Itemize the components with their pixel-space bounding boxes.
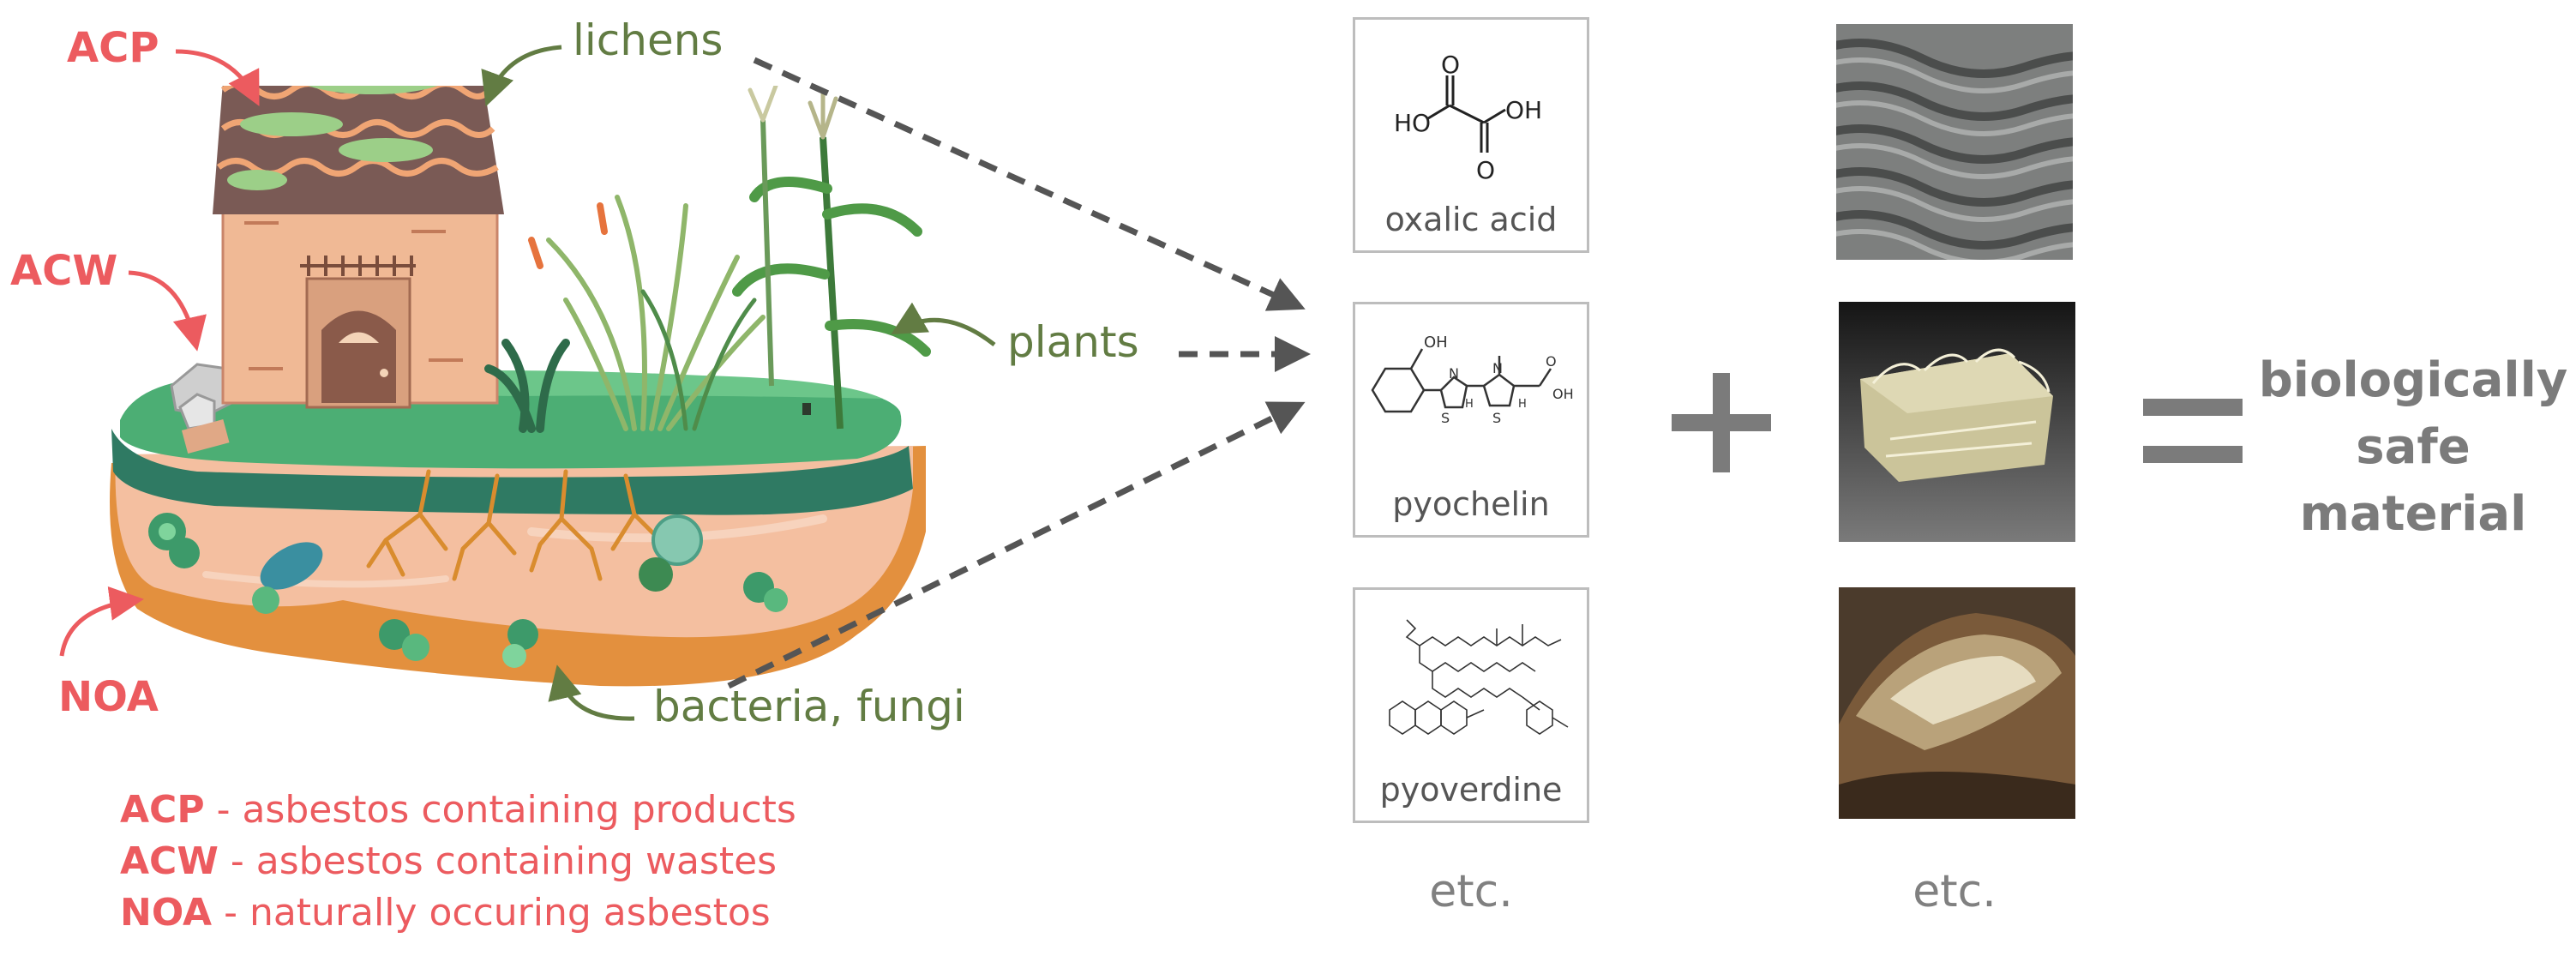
acw-label: ACW bbox=[10, 247, 118, 295]
compound-name: oxalic acid bbox=[1384, 201, 1558, 238]
door-window bbox=[339, 332, 379, 343]
noa-label: NOA bbox=[58, 673, 159, 721]
atom-o: O bbox=[1546, 353, 1557, 370]
microbes bbox=[148, 513, 788, 668]
acw-pointer-arrow bbox=[128, 270, 207, 352]
bacteria-fungi-label: bacteria, fungi bbox=[653, 682, 965, 731]
plants-label: plants bbox=[1007, 317, 1139, 367]
equals-sign bbox=[2143, 399, 2243, 463]
compound-card-oxalic-acid: HO OH O O oxalic acid bbox=[1353, 17, 1589, 253]
plus-sign bbox=[1672, 373, 1771, 472]
atom-s: S bbox=[1492, 410, 1501, 426]
compounds-etc: etc. bbox=[1429, 866, 1513, 917]
atom-n: N bbox=[1492, 360, 1503, 376]
compound-card-pyochelin: OH N N S S H H OH O pyochelin bbox=[1353, 302, 1589, 538]
atom-oh: OH bbox=[1424, 334, 1448, 352]
result-line: safe bbox=[2356, 419, 2471, 475]
atom-oh: OH bbox=[1552, 386, 1574, 402]
result-line: material bbox=[2299, 486, 2527, 542]
bacteria-pointer-arrow bbox=[548, 664, 635, 721]
atom-oh: OH bbox=[1505, 96, 1542, 124]
legend-item: ACW - asbestos containing wastes bbox=[120, 839, 778, 883]
legend-item: ACP - asbestos containing products bbox=[120, 788, 796, 832]
door-awning bbox=[300, 256, 416, 276]
natural-asbestos-rock-image bbox=[1839, 587, 2075, 819]
wall-brick-marks bbox=[244, 221, 463, 370]
atom-o: O bbox=[1476, 156, 1495, 184]
natural-asbestos-photo bbox=[1839, 587, 2075, 819]
lichens-to-compounds-arrow bbox=[753, 57, 1306, 311]
asbestos-roof-photo bbox=[1836, 24, 2073, 260]
dark-grass-edge bbox=[111, 429, 913, 515]
plants-illustration bbox=[484, 86, 931, 433]
atom-ho: HO bbox=[1394, 109, 1431, 137]
lichens-pointer-arrow bbox=[481, 45, 562, 107]
atom-o: O bbox=[1441, 51, 1460, 79]
plants-pointer-arrow-head bbox=[891, 302, 996, 346]
roof-lichens bbox=[227, 86, 438, 190]
lichens-label: lichens bbox=[573, 15, 724, 65]
asbestos-fiber-image bbox=[1839, 302, 2075, 542]
house bbox=[213, 86, 504, 409]
pyochelin-structure: OH N N S S H H OH O bbox=[1371, 334, 1574, 426]
acp-pointer-arrow bbox=[175, 49, 260, 106]
plant-roots bbox=[366, 469, 663, 581]
door-knob bbox=[380, 369, 388, 377]
legend-item: NOA - naturally occuring asbestos bbox=[120, 891, 771, 935]
atom-h: H bbox=[1518, 398, 1527, 411]
asbestos-etc: etc. bbox=[1912, 866, 1997, 917]
atom-n: N bbox=[1449, 365, 1459, 382]
legend: ACP - asbestos containing products ACW -… bbox=[120, 785, 796, 939]
asbestos-fiber-photo bbox=[1839, 302, 2075, 542]
corrugated-roof-image bbox=[1836, 24, 2073, 260]
atom-s: S bbox=[1441, 410, 1450, 426]
bacteria-to-compounds-arrow bbox=[727, 401, 1306, 689]
compound-card-pyoverdine: pyoverdine bbox=[1353, 587, 1589, 823]
compound-name: pyoverdine bbox=[1379, 771, 1563, 809]
compound-name: pyochelin bbox=[1392, 485, 1550, 523]
soil-streak bbox=[202, 571, 449, 588]
result-text: biologically safe material bbox=[2255, 347, 2572, 548]
door bbox=[321, 310, 396, 403]
oxalic-acid-structure: HO OH O O bbox=[1394, 51, 1542, 184]
label-arrows bbox=[59, 45, 562, 657]
acp-label: ACP bbox=[67, 24, 159, 72]
island-illustration bbox=[110, 86, 931, 687]
corn-plant bbox=[732, 86, 931, 430]
atom-h: H bbox=[1465, 398, 1474, 411]
asbestos-rocks bbox=[170, 363, 233, 454]
noa-pointer-arrow bbox=[59, 586, 144, 657]
pyoverdine-structure bbox=[1389, 619, 1569, 735]
result-line: biologically bbox=[2258, 352, 2568, 408]
